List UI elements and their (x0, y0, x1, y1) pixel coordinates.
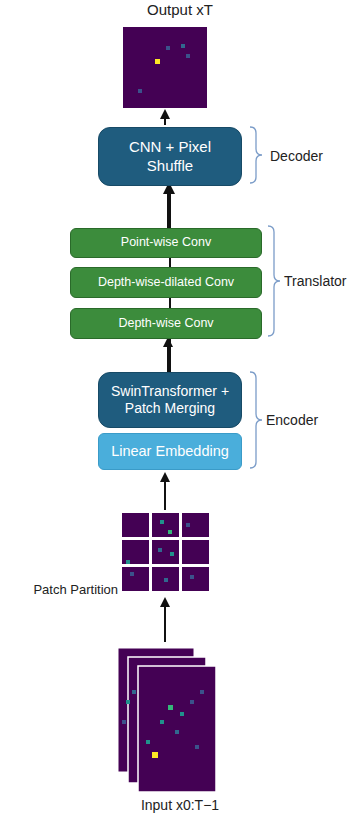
box-text: Depth-wise Conv (118, 316, 213, 332)
box-text: SwinTransformer + Patch Merging (107, 383, 233, 418)
stage-label: Decoder (270, 148, 323, 164)
connector (167, 339, 169, 372)
arrow (164, 111, 166, 125)
heat-dot (158, 548, 162, 552)
patch-tile (122, 567, 149, 591)
heat-dot (164, 578, 168, 582)
box-text: CNN + Pixel Shuffle (107, 138, 233, 176)
box-text: Depth-wise-dilated Conv (98, 275, 234, 291)
stage-label: Translator (284, 273, 347, 289)
connector (167, 186, 169, 228)
heat-dot (168, 530, 172, 534)
heat-dot (170, 552, 174, 556)
arrow (164, 599, 166, 642)
decoder-box: CNN + Pixel Shuffle (98, 127, 242, 186)
patch-tile (182, 540, 209, 564)
encoder-box: SwinTransformer + Patch Merging (98, 372, 242, 428)
input-stack (118, 648, 216, 792)
patch-tile (152, 567, 179, 591)
output-heatmap (123, 27, 207, 108)
box-text: Point-wise Conv (121, 235, 211, 251)
embedding-box: Linear Embedding (98, 433, 242, 470)
box-text: Linear Embedding (111, 442, 229, 460)
arrow (164, 474, 166, 510)
patch-tile (152, 513, 179, 537)
conv-box: Depth-wise Conv (70, 308, 262, 339)
heat-dot (130, 572, 134, 576)
patch-tile (182, 567, 209, 591)
patch-tile (152, 540, 179, 564)
heat-dot (160, 520, 164, 524)
patch-tile (182, 513, 209, 537)
stage-label: Encoder (266, 412, 318, 428)
heat-dot (126, 560, 130, 564)
input-label: Input x0:T−1 (100, 797, 260, 813)
heat-dot (190, 575, 194, 579)
conv-box: Point-wise Conv (70, 228, 262, 258)
conv-box: Depth-wise-dilated Conv (70, 267, 262, 298)
output-label: Output xT (110, 1, 250, 18)
patch-tile (122, 540, 149, 564)
patch-label: Patch Partition (2, 582, 118, 597)
heat-dot (186, 523, 190, 527)
patch-tile (122, 513, 149, 537)
patch-grid (122, 513, 209, 591)
